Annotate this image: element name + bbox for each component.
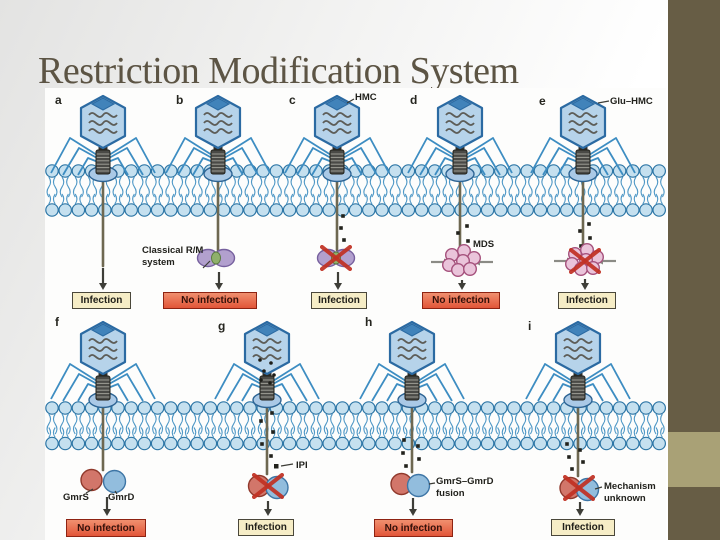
blocked-x-icon bbox=[320, 245, 352, 271]
membrane-2 bbox=[45, 401, 666, 451]
panel-letter-f: f bbox=[55, 315, 59, 329]
outcome-box-f: No infection bbox=[66, 519, 146, 537]
label-gmrs: GmrS bbox=[63, 492, 89, 503]
panel-letter-d: d bbox=[410, 93, 418, 107]
gmrd-icon bbox=[102, 469, 127, 494]
blocked-x-icon bbox=[252, 473, 284, 499]
panel-letter-b: b bbox=[176, 93, 184, 107]
blocked-x-icon bbox=[569, 248, 601, 274]
down-arrow-icon bbox=[581, 283, 589, 290]
panel-letter-g: g bbox=[218, 319, 226, 333]
label-gmrd: GmrD bbox=[108, 492, 135, 503]
down-arrow-icon bbox=[103, 509, 111, 516]
label-hmc: HMC bbox=[355, 92, 377, 103]
panel-letter-c: c bbox=[289, 93, 296, 107]
down-arrow-icon bbox=[264, 509, 272, 516]
panel-c bbox=[284, 94, 390, 290]
down-arrow-icon bbox=[576, 509, 584, 516]
ipi-protein-icon bbox=[274, 464, 279, 469]
sidebar-accent-block bbox=[668, 432, 720, 487]
down-arrow-icon bbox=[334, 283, 342, 290]
outcome-box-b: No infection bbox=[163, 292, 257, 309]
outcome-box-d: No infection bbox=[422, 292, 500, 309]
rm-enzyme-icon bbox=[211, 251, 221, 265]
outcome-box-i: Infection bbox=[551, 519, 615, 536]
outcome-box-c: Infection bbox=[311, 292, 367, 309]
gmrs-icon bbox=[80, 468, 103, 492]
mds-complex-icon bbox=[463, 262, 478, 277]
panel-a bbox=[50, 94, 156, 290]
panel-letter-a: a bbox=[55, 93, 62, 107]
outcome-box-h: No infection bbox=[374, 519, 453, 537]
label-gmrs-gmrd-fusion: GmrS–GmrD fusion bbox=[436, 476, 494, 499]
panel-f bbox=[50, 320, 156, 516]
label-mechanism-unknown: Mechanism unknown bbox=[604, 481, 656, 504]
panel-e bbox=[530, 94, 636, 290]
panel-g bbox=[214, 320, 320, 516]
panel-h bbox=[359, 320, 465, 516]
panel-d bbox=[407, 94, 513, 290]
down-arrow-icon bbox=[458, 283, 466, 290]
label-classical-rm-system: Classical R/M system bbox=[142, 245, 204, 268]
label-connectors bbox=[85, 98, 610, 495]
slide-title: Restriction Modification System bbox=[38, 50, 519, 93]
label-mds: MDS bbox=[473, 239, 495, 250]
label-glu-hmc: Glu–HMC bbox=[610, 96, 653, 107]
panel-letter-e: e bbox=[539, 94, 546, 108]
panel-b bbox=[165, 94, 271, 290]
outcome-box-g: Infection bbox=[238, 519, 294, 536]
label-ipi: IPI bbox=[296, 460, 308, 471]
down-arrow-icon bbox=[409, 509, 417, 516]
panel-letter-i: i bbox=[528, 319, 532, 333]
mds-complex-icon bbox=[451, 263, 466, 278]
blocked-x-icon bbox=[563, 475, 595, 501]
down-arrow-icon bbox=[99, 283, 107, 290]
gmrd-icon bbox=[406, 473, 431, 498]
panel-letter-h: h bbox=[365, 315, 373, 329]
outcome-box-a: Infection bbox=[72, 292, 131, 309]
panel-i bbox=[525, 320, 631, 516]
down-arrow-icon bbox=[215, 283, 223, 290]
outcome-box-e: Infection bbox=[558, 292, 616, 309]
